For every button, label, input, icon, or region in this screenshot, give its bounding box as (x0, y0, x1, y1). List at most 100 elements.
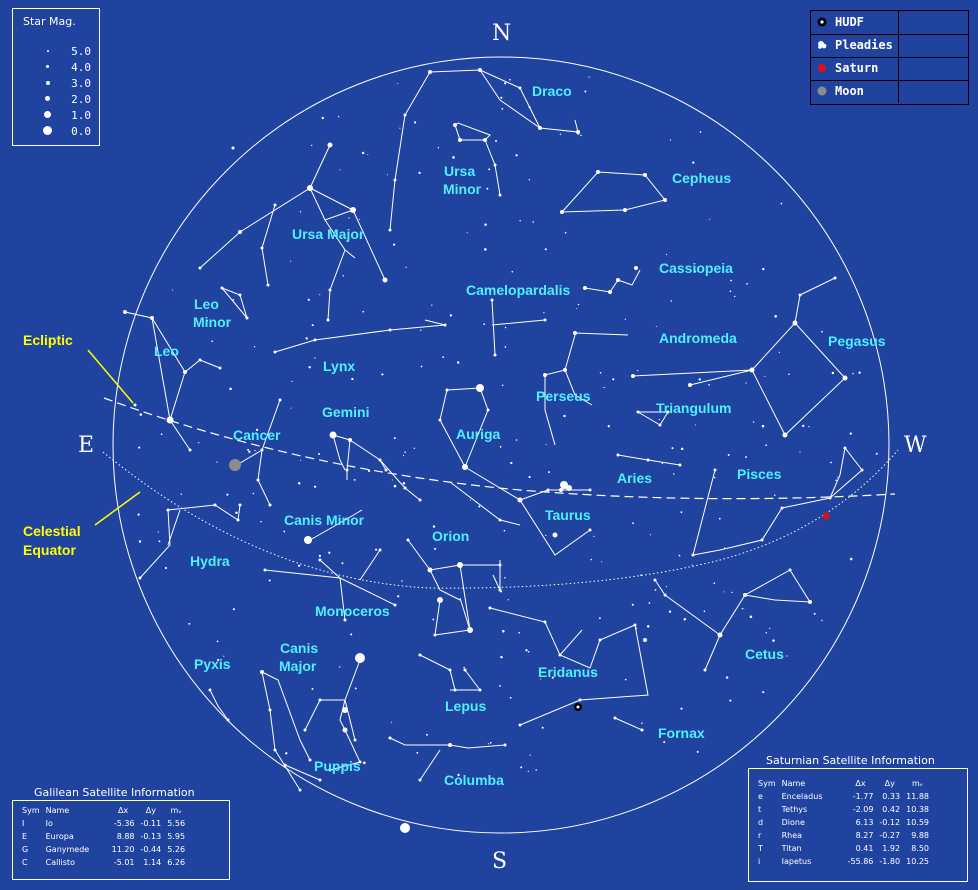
faint-star (730, 279, 733, 282)
faint-star (314, 357, 316, 359)
faint-star (432, 618, 435, 621)
direction-west: W (904, 433, 927, 458)
star (318, 558, 322, 562)
faint-star (290, 260, 292, 262)
star (166, 508, 170, 512)
faint-star (198, 441, 200, 444)
faint-star (511, 270, 514, 273)
star (833, 276, 837, 280)
star (308, 758, 312, 762)
saturnian-title: Saturnian Satellite Information (766, 754, 935, 767)
faint-star (393, 243, 396, 246)
faint-star (590, 558, 592, 561)
faint-star (160, 433, 163, 436)
faint-star (328, 551, 331, 554)
faint-star (456, 361, 460, 364)
star (304, 536, 312, 544)
faint-star (780, 202, 783, 205)
star (406, 538, 410, 542)
faint-star (518, 631, 520, 634)
label-monoceros: Monoceros (315, 603, 390, 619)
faint-star (577, 132, 580, 135)
faint-star (694, 424, 697, 426)
faint-star (138, 540, 142, 543)
faint-star (532, 221, 534, 223)
faint-star (718, 517, 721, 520)
faint-star (367, 469, 371, 473)
mag-row: 4.0 (25, 61, 91, 75)
faint-star (666, 253, 668, 256)
faint-star (138, 446, 141, 449)
cell: -1.80 (879, 857, 901, 866)
label-cancer: Cancer (233, 427, 281, 443)
faint-star (852, 372, 854, 375)
star (318, 698, 322, 702)
star (493, 163, 497, 167)
faint-star (500, 655, 503, 659)
star (263, 568, 267, 572)
faint-star (528, 475, 531, 479)
faint-star (648, 602, 651, 604)
faint-star (299, 211, 302, 213)
cell: 0.33 (882, 792, 901, 801)
faint-star (235, 511, 238, 515)
label-orion: Orion (432, 528, 469, 544)
star (498, 563, 502, 567)
faint-star (786, 655, 788, 657)
cell: t (758, 805, 762, 814)
star (342, 707, 348, 713)
faint-star (774, 315, 777, 318)
cell: -0.12 (879, 818, 901, 827)
col-name: Name (45, 806, 70, 815)
star (150, 316, 154, 320)
faint-star (849, 557, 853, 561)
direction-south: S (492, 849, 507, 874)
cell: 0.41 (855, 844, 874, 853)
faint-star (670, 300, 672, 302)
faint-star (788, 373, 790, 375)
mag-row: 2.0 (25, 93, 91, 107)
faint-star (778, 351, 780, 354)
faint-star (483, 323, 486, 325)
star (388, 736, 392, 740)
star (273, 748, 277, 752)
faint-star (339, 666, 341, 668)
star (573, 331, 577, 335)
star (138, 576, 142, 580)
faint-star (307, 298, 310, 301)
label-pyxis: Pyxis (194, 656, 231, 672)
faint-star (713, 476, 716, 479)
mag-row: 5.0 (25, 45, 91, 59)
star (486, 408, 490, 412)
faint-star (520, 766, 523, 769)
star (842, 375, 848, 381)
star (640, 728, 644, 732)
star (583, 286, 587, 290)
legend-row-pleiades: Pleadies (811, 34, 968, 58)
cell: 5.95 (167, 832, 186, 841)
cell: Europa (45, 832, 74, 841)
star (273, 203, 277, 207)
faint-star (363, 761, 366, 765)
faint-star (339, 169, 341, 171)
cell: -0.11 (140, 819, 162, 828)
faint-star (680, 447, 684, 451)
faint-star (593, 535, 595, 538)
faint-star (311, 144, 313, 147)
star (358, 760, 362, 764)
mag-row: 0.0 (25, 125, 91, 139)
cell: 11.20 (111, 845, 135, 854)
star (245, 316, 249, 320)
faint-star (649, 534, 652, 536)
faint-star (545, 444, 547, 446)
faint-star (694, 270, 697, 273)
star (476, 384, 484, 392)
legend-label: HUDF (835, 15, 864, 29)
direction-north: N (492, 21, 511, 46)
faint-star (654, 589, 657, 591)
faint-star (469, 499, 471, 501)
faint-star (381, 373, 384, 376)
hudf-icon (817, 17, 827, 27)
star (438, 418, 442, 422)
star (328, 768, 332, 772)
